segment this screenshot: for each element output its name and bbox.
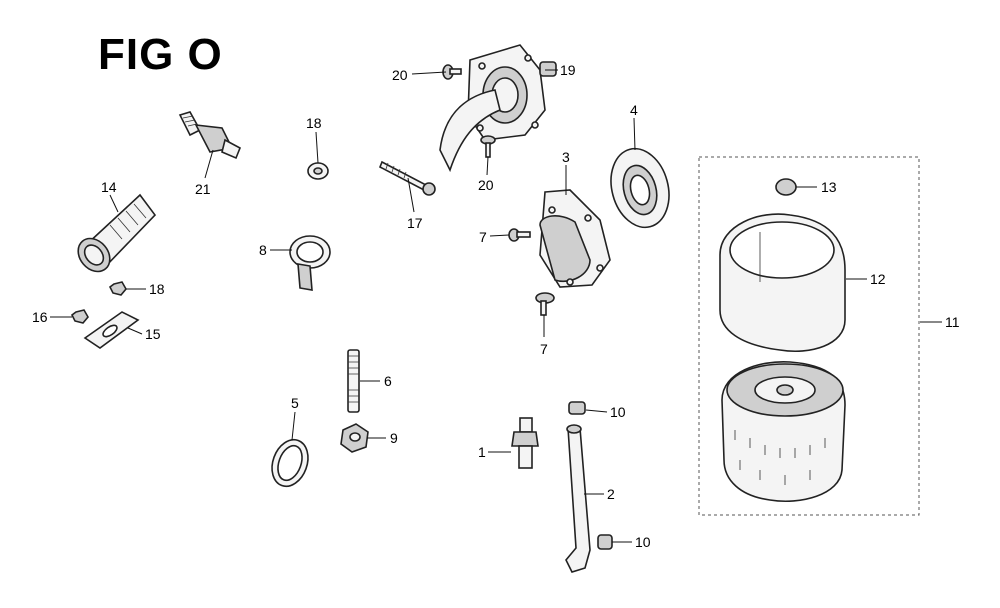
callout-18-lower: 18 (149, 281, 165, 297)
callout-14: 14 (101, 179, 117, 195)
part-stud (347, 349, 360, 413)
part-o-ring (271, 438, 309, 488)
callout-20-upper: 20 (392, 67, 408, 83)
callout-16: 16 (32, 309, 48, 325)
callout-7-upper: 7 (479, 229, 487, 245)
part-hex-nut (340, 423, 369, 453)
part-intake-elbow (439, 44, 557, 173)
part-screw-upper (508, 228, 531, 242)
leader-lines (50, 69, 942, 543)
part-nipple (511, 417, 539, 469)
callout-13: 13 (821, 179, 837, 195)
callout-7-lower: 7 (540, 341, 548, 357)
part-clip-lower (597, 534, 613, 550)
callout-5: 5 (291, 395, 299, 411)
callout-6: 6 (384, 373, 392, 389)
part-pre-cleaner (719, 213, 846, 352)
callout-21: 21 (195, 181, 211, 197)
callout-18-upper: 18 (306, 115, 322, 131)
callout-19: 19 (560, 62, 576, 78)
callout-10-upper: 10 (610, 404, 626, 420)
callout-20-lower: 20 (478, 177, 494, 193)
part-bolt-upper (442, 64, 462, 80)
callout-labels: 20 19 18 21 17 20 3 4 14 8 7 7 18 16 15 … (32, 62, 960, 550)
part-bolt-lower (480, 135, 496, 158)
callout-17: 17 (407, 215, 423, 231)
callout-12: 12 (870, 271, 886, 287)
callout-15: 15 (145, 326, 161, 342)
part-wing-nut (775, 178, 797, 196)
callout-8: 8 (259, 242, 267, 258)
part-gasket (83, 311, 140, 349)
part-filter-element (721, 361, 846, 502)
part-cover (539, 189, 611, 288)
part-spark-plug (178, 111, 242, 160)
part-clip-upper (568, 401, 586, 415)
part-screw-lower (535, 292, 555, 316)
air-filter-kit-box (698, 156, 920, 516)
part-long-bolt (378, 160, 436, 196)
figure-title: FIG O (98, 30, 223, 79)
part-flange (610, 147, 670, 229)
part-muffler-protector (77, 193, 157, 273)
part-washer-upper (307, 162, 329, 180)
callout-1: 1 (478, 444, 486, 460)
callout-3: 3 (562, 149, 570, 165)
callout-2: 2 (607, 486, 615, 502)
callout-9: 9 (390, 430, 398, 446)
callout-4: 4 (630, 102, 638, 118)
part-nut-right (108, 281, 127, 296)
callout-11: 11 (945, 314, 960, 330)
part-hose (565, 424, 591, 573)
part-clamp (289, 235, 331, 291)
part-nut-left (70, 309, 89, 324)
callout-10-lower: 10 (635, 534, 651, 550)
